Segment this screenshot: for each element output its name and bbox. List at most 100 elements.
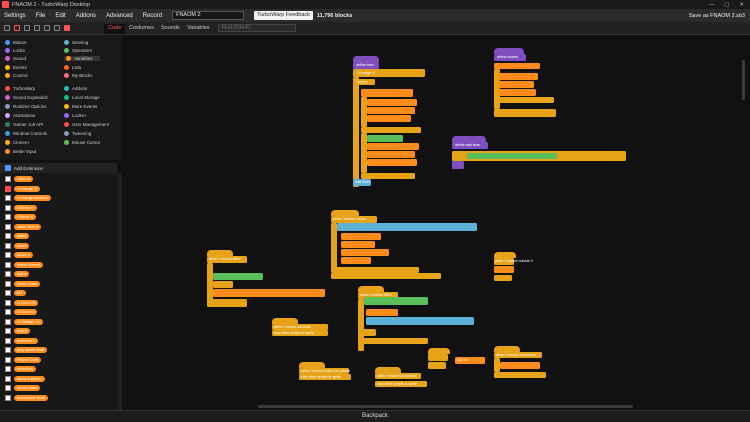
code-workspace[interactable]: define main l.Change vl forever wait tim… (122, 35, 750, 410)
variable-row[interactable]: l.Sleep m (5, 204, 37, 211)
category-operators[interactable]: Operators (64, 48, 92, 53)
category-variables[interactable]: Variables (64, 56, 101, 61)
green-flag-icon[interactable] (44, 25, 50, 31)
when-receive-block[interactable]: when I receive jumpscare (375, 373, 421, 379)
variable-reporter[interactable]: outroom c (14, 337, 38, 344)
define-hat[interactable] (353, 56, 379, 62)
variable-reporter[interactable]: l.Bar m (14, 176, 33, 182)
wait-block[interactable] (213, 281, 233, 288)
if-block-arm[interactable] (361, 133, 367, 173)
tab-variables[interactable]: Variables (187, 25, 210, 31)
stage-size-small-icon[interactable] (4, 25, 10, 31)
variable-checkbox[interactable] (5, 366, 11, 372)
set-variable-block[interactable] (361, 89, 413, 97)
variable-row[interactable]: outroom c (5, 337, 38, 344)
change-variable-block[interactable] (367, 107, 415, 114)
variable-checkbox[interactable] (5, 261, 11, 268)
tab-code[interactable]: Code (104, 24, 126, 34)
c-block-end[interactable] (331, 273, 441, 279)
when-receive-block[interactable]: when I receive outside 0 (494, 258, 533, 265)
variable-row[interactable]: O Door m (5, 309, 38, 315)
variable-row[interactable]: MT (5, 290, 26, 296)
category-better-input[interactable]: Better Input (5, 149, 36, 154)
category-motion[interactable]: Motion (5, 40, 27, 45)
when-receive-block[interactable]: when I receive leave the palace (299, 368, 350, 374)
variable-checkbox[interactable] (5, 176, 11, 182)
variable-reporter[interactable]: workscene time (14, 394, 48, 401)
if-block-arm[interactable] (361, 97, 367, 127)
set-variable-block[interactable] (213, 289, 325, 297)
variable-reporter[interactable]: show totest (14, 385, 41, 391)
variable-row[interactable]: l.Change vl (5, 185, 41, 192)
category-window-controls[interactable]: Window Controls (5, 131, 47, 136)
c-block-arm[interactable] (353, 77, 359, 187)
stop-block[interactable]: stop other scripts in sprite (299, 374, 351, 380)
category-runtime-options[interactable]: Runtime Options (5, 104, 47, 109)
category-my-blocks[interactable]: My Blocks (64, 73, 93, 78)
vertical-scrollbar[interactable] (742, 60, 745, 100)
c-block-end[interactable] (358, 338, 428, 344)
variable-row[interactable]: l.Bar m (5, 176, 33, 182)
variable-checkbox[interactable] (5, 337, 11, 344)
fullscreen-icon[interactable] (34, 25, 40, 31)
wait-timer-block[interactable] (358, 329, 376, 336)
event-hat[interactable] (428, 348, 450, 354)
variable-row[interactable]: Player Card (5, 356, 42, 363)
variable-reporter[interactable]: jailed (14, 233, 30, 239)
operator-block[interactable] (467, 153, 557, 159)
variable-checkbox[interactable] (5, 309, 11, 315)
operator-block[interactable] (367, 135, 403, 142)
category-animations[interactable]: Animations (5, 113, 35, 118)
variable-checkbox[interactable] (5, 195, 11, 201)
record-menu[interactable]: Record (142, 12, 163, 19)
set-variable-block[interactable] (366, 309, 398, 316)
advanced-menu[interactable]: Advanced (106, 12, 133, 19)
find-input[interactable]: Find (Ctrl+F) (218, 24, 296, 32)
variable-reporter[interactable]: Move It (14, 252, 34, 258)
sensing-block[interactable] (366, 317, 474, 325)
c-block-arm[interactable] (494, 69, 500, 109)
set-variable-block[interactable] (494, 266, 514, 273)
event-hat[interactable] (207, 250, 233, 256)
category-mouse-cursor[interactable]: Mouse Cursor (64, 140, 100, 145)
variable-checkbox[interactable] (5, 242, 11, 249)
variable-reporter[interactable]: menu screen (14, 261, 44, 268)
variable-reporter[interactable]: show a power (14, 375, 45, 382)
variable-reporter[interactable]: selection (14, 366, 36, 372)
variable-reporter[interactable]: reset (14, 242, 29, 249)
file-menu[interactable]: File (35, 12, 46, 19)
tab-sounds[interactable]: Sounds (161, 25, 180, 31)
variable-reporter[interactable]: O Door ok (14, 299, 39, 306)
variable-checkbox[interactable] (5, 328, 11, 334)
variable-reporter[interactable]: MT (14, 290, 26, 296)
category-looks[interactable]: Looks (5, 48, 25, 53)
category-user-management[interactable]: User Management (64, 122, 109, 127)
variable-reporter[interactable]: outoff (14, 328, 30, 334)
wait-timer-block[interactable]: wait timer (353, 179, 371, 186)
c-block-end[interactable] (331, 267, 419, 273)
stage-size-normal-icon[interactable] (14, 25, 20, 31)
settings-menu[interactable]: Settings (4, 12, 26, 19)
variable-row[interactable]: reset (5, 242, 29, 249)
minimize-button[interactable]: — (708, 1, 715, 8)
feedback-button[interactable]: TurboWarp Feedback (254, 11, 313, 20)
wait-block[interactable] (494, 275, 512, 281)
variable-checkbox[interactable] (5, 356, 11, 363)
if-block-end[interactable] (361, 127, 421, 133)
category-sound[interactable]: Sound (5, 56, 26, 61)
variable-row[interactable]: menu screen (5, 261, 44, 268)
variable-checkbox[interactable] (5, 385, 11, 391)
set-variable-block[interactable] (341, 241, 375, 248)
define-hat[interactable] (494, 48, 524, 54)
c-block-arm[interactable] (358, 299, 364, 351)
event-hat[interactable] (272, 318, 298, 324)
stop-block[interactable] (452, 161, 464, 169)
variable-row[interactable]: jailed (5, 233, 30, 239)
c-block-arm[interactable] (494, 358, 500, 372)
define-block[interactable]: define main (353, 62, 379, 69)
variable-row[interactable]: outoff (5, 328, 30, 334)
variable-checkbox[interactable] (5, 318, 11, 325)
change-variable-block[interactable] (367, 159, 417, 166)
play-sound-block[interactable] (498, 97, 554, 103)
